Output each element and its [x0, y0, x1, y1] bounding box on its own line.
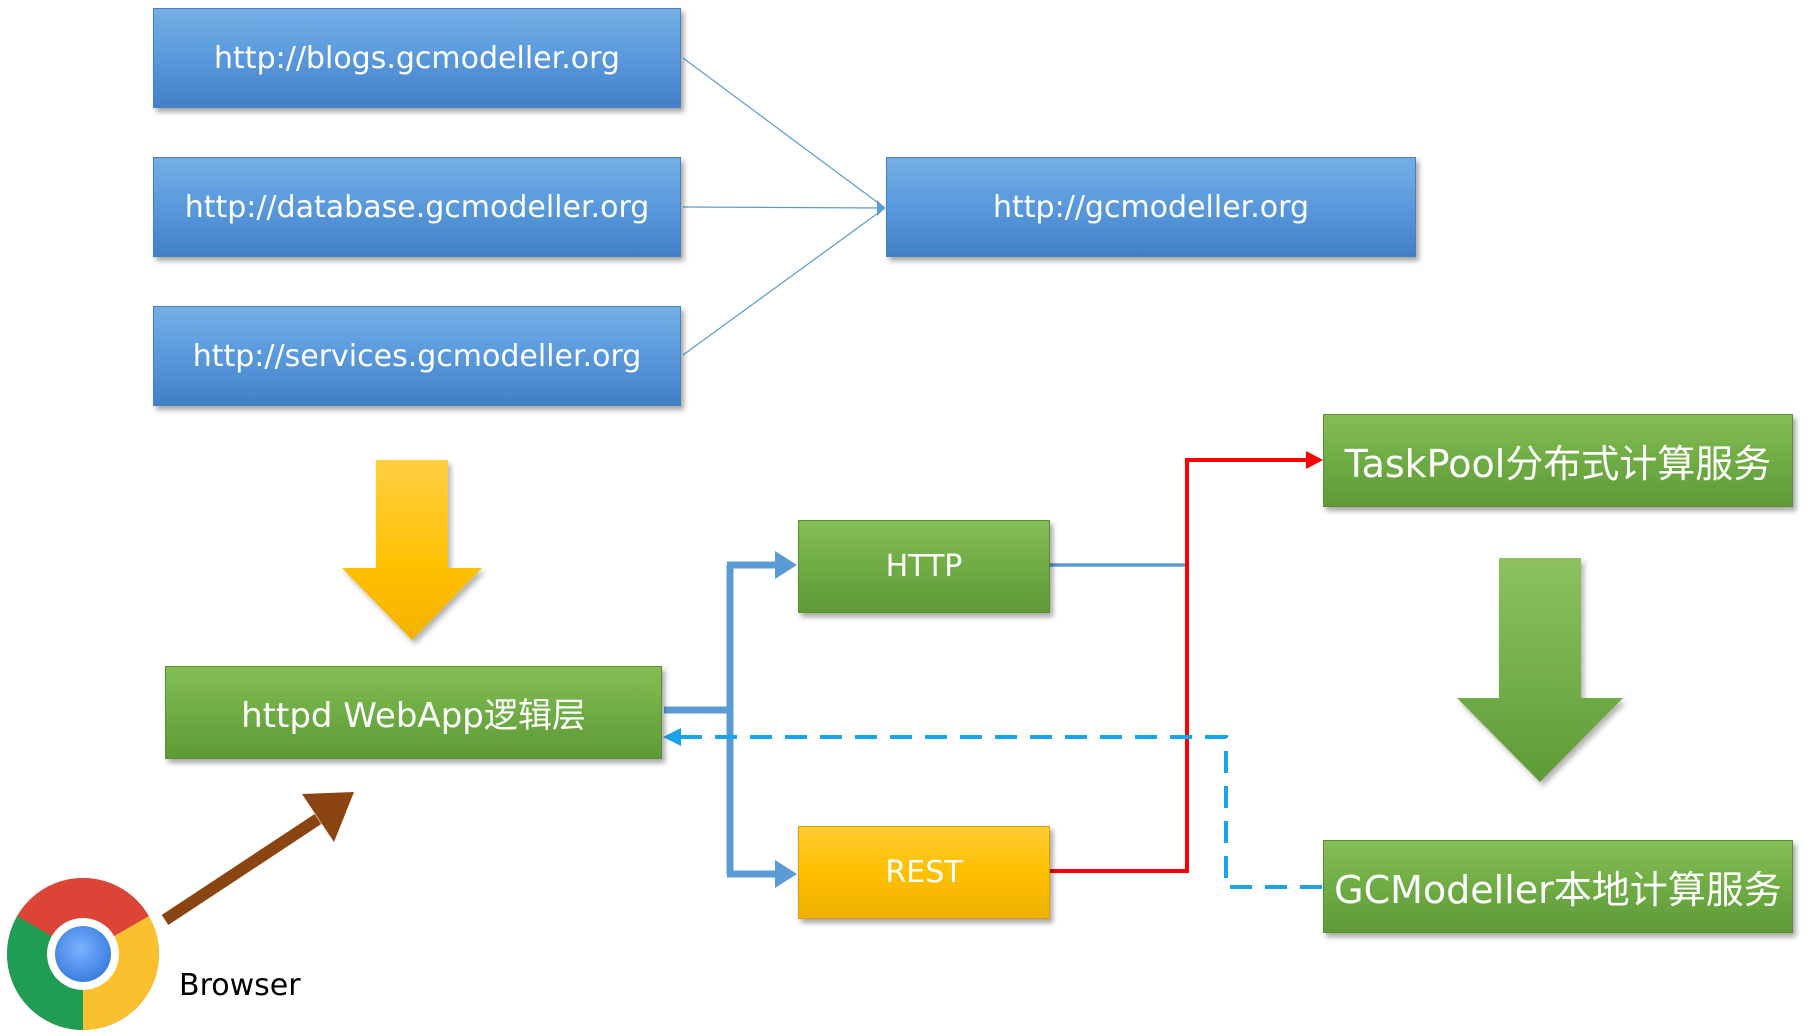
- domain-blogs-label: http://blogs.gcmodeller.org: [214, 40, 620, 76]
- domain-database-label: http://database.gcmodeller.org: [184, 189, 650, 225]
- domain-box-main[interactable]: http://gcmodeller.org: [886, 157, 1416, 257]
- connector-services: [682, 207, 886, 356]
- domain-connectors: [682, 57, 886, 356]
- browser-to-webapp-arrowhead: [302, 792, 354, 842]
- chrome-icon[interactable]: [7, 878, 159, 1030]
- webapp-branch-connector: [664, 561, 779, 878]
- rest-to-taskpool-line: [1050, 458, 1308, 873]
- arrowhead-to-rest: [775, 860, 797, 888]
- taskpool-label: TaskPool分布式计算服务: [1344, 442, 1772, 486]
- rest-node[interactable]: REST: [798, 826, 1050, 919]
- local-to-webapp-dashed: [680, 735, 1322, 889]
- arrowhead-to-http: [775, 551, 797, 579]
- connector-blogs: [682, 57, 886, 209]
- http-label: HTTP: [885, 549, 963, 584]
- domain-services-label: http://services.gcmodeller.org: [192, 338, 642, 374]
- local-compute-label: GCModeller本地计算服务: [1334, 868, 1782, 912]
- connector-arrowhead: [877, 200, 885, 216]
- webapp-label: httpd WebApp逻辑层: [241, 696, 586, 736]
- browser-label: Browser: [179, 968, 301, 1003]
- taskpool-node[interactable]: TaskPool分布式计算服务: [1323, 414, 1793, 507]
- browser-to-webapp-shaft: [161, 813, 322, 926]
- green-down-arrow: [1457, 558, 1623, 782]
- arrowhead-to-taskpool: [1306, 451, 1323, 469]
- domain-box-blogs[interactable]: http://blogs.gcmodeller.org: [153, 8, 681, 108]
- http-node[interactable]: HTTP: [798, 520, 1050, 613]
- domain-main-label: http://gcmodeller.org: [993, 189, 1309, 225]
- arrowhead-to-webapp: [663, 728, 681, 746]
- local-compute-node[interactable]: GCModeller本地计算服务: [1323, 840, 1793, 933]
- domain-box-services[interactable]: http://services.gcmodeller.org: [153, 306, 681, 406]
- gold-down-arrow: [342, 460, 482, 640]
- connector-database: [682, 206, 886, 209]
- webapp-node[interactable]: httpd WebApp逻辑层: [165, 666, 662, 759]
- domain-box-database[interactable]: http://database.gcmodeller.org: [153, 157, 681, 257]
- rest-label: REST: [885, 855, 963, 890]
